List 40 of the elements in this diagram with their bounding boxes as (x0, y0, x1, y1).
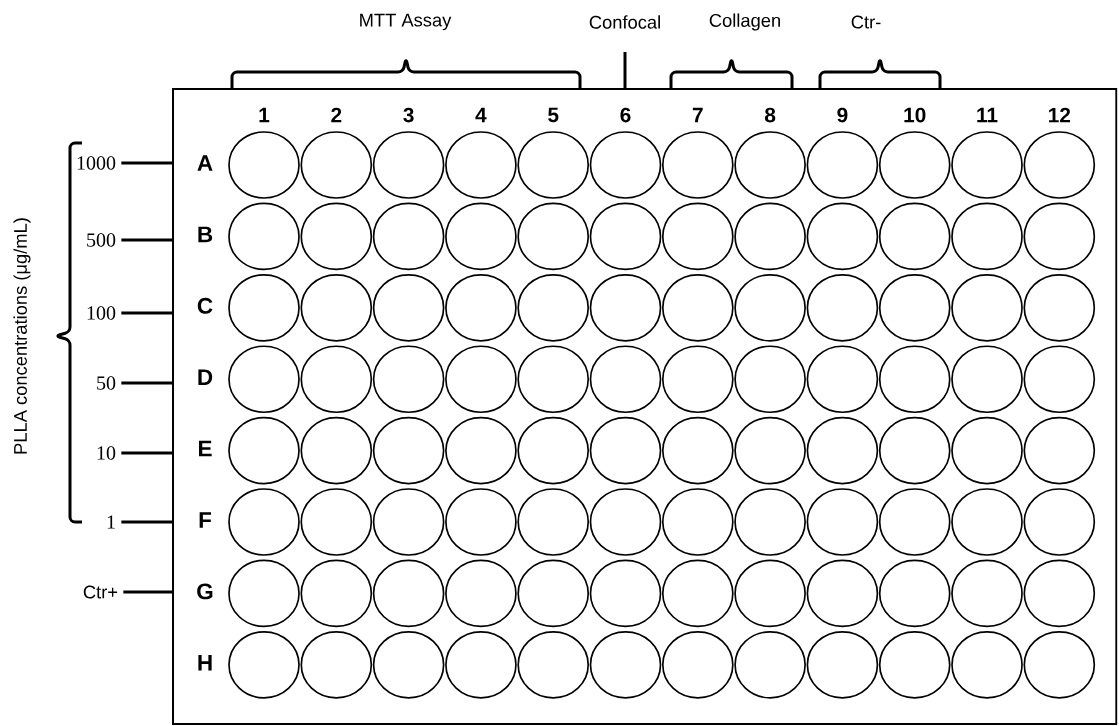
group-label: MTT Assay (360, 13, 452, 31)
group-label: Ctr- (851, 15, 881, 29)
concentration-label: Ctr+ (83, 585, 118, 599)
leader-line (121, 311, 172, 315)
row-letter: C (197, 297, 213, 314)
concentration-label: 50 (97, 376, 116, 390)
leader-line (121, 238, 172, 242)
group-label: Collagen (709, 13, 780, 31)
row-letter: E (199, 440, 212, 457)
column-number: 8 (764, 107, 776, 123)
column-number: 7 (692, 107, 703, 123)
leader-line (121, 161, 172, 165)
concentration-label: 1000 (77, 156, 116, 170)
column-number: 10 (904, 107, 926, 123)
row-letter: D (198, 369, 213, 385)
column-number: 5 (548, 107, 559, 123)
leader-line (123, 590, 172, 594)
column-number: 2 (331, 107, 342, 123)
leader-line (121, 381, 172, 385)
row-letter: G (197, 583, 213, 600)
leader-line (121, 451, 172, 455)
column-number: 3 (403, 107, 414, 123)
column-number: 9 (837, 107, 848, 123)
concentration-label: 100 (87, 306, 116, 320)
row-letter: F (199, 512, 212, 528)
row-letter: H (198, 655, 212, 671)
group-label: Confocal (589, 15, 660, 29)
column-number: 4 (475, 107, 487, 123)
axis-label: PLLA concentrations (μg/mL) (13, 218, 31, 454)
row-letter: A (197, 155, 213, 171)
leader-line (121, 520, 172, 524)
concentration-label: 500 (87, 233, 116, 247)
concentration-label: 1 (107, 515, 115, 529)
column-number: 11 (977, 107, 998, 123)
concentration-label: 10 (97, 446, 116, 460)
plate-outline (172, 88, 1118, 725)
row-letter: B (198, 226, 213, 243)
column-number: 12 (1049, 107, 1071, 123)
column-number: 1 (259, 107, 270, 123)
column-number: 6 (620, 107, 631, 123)
